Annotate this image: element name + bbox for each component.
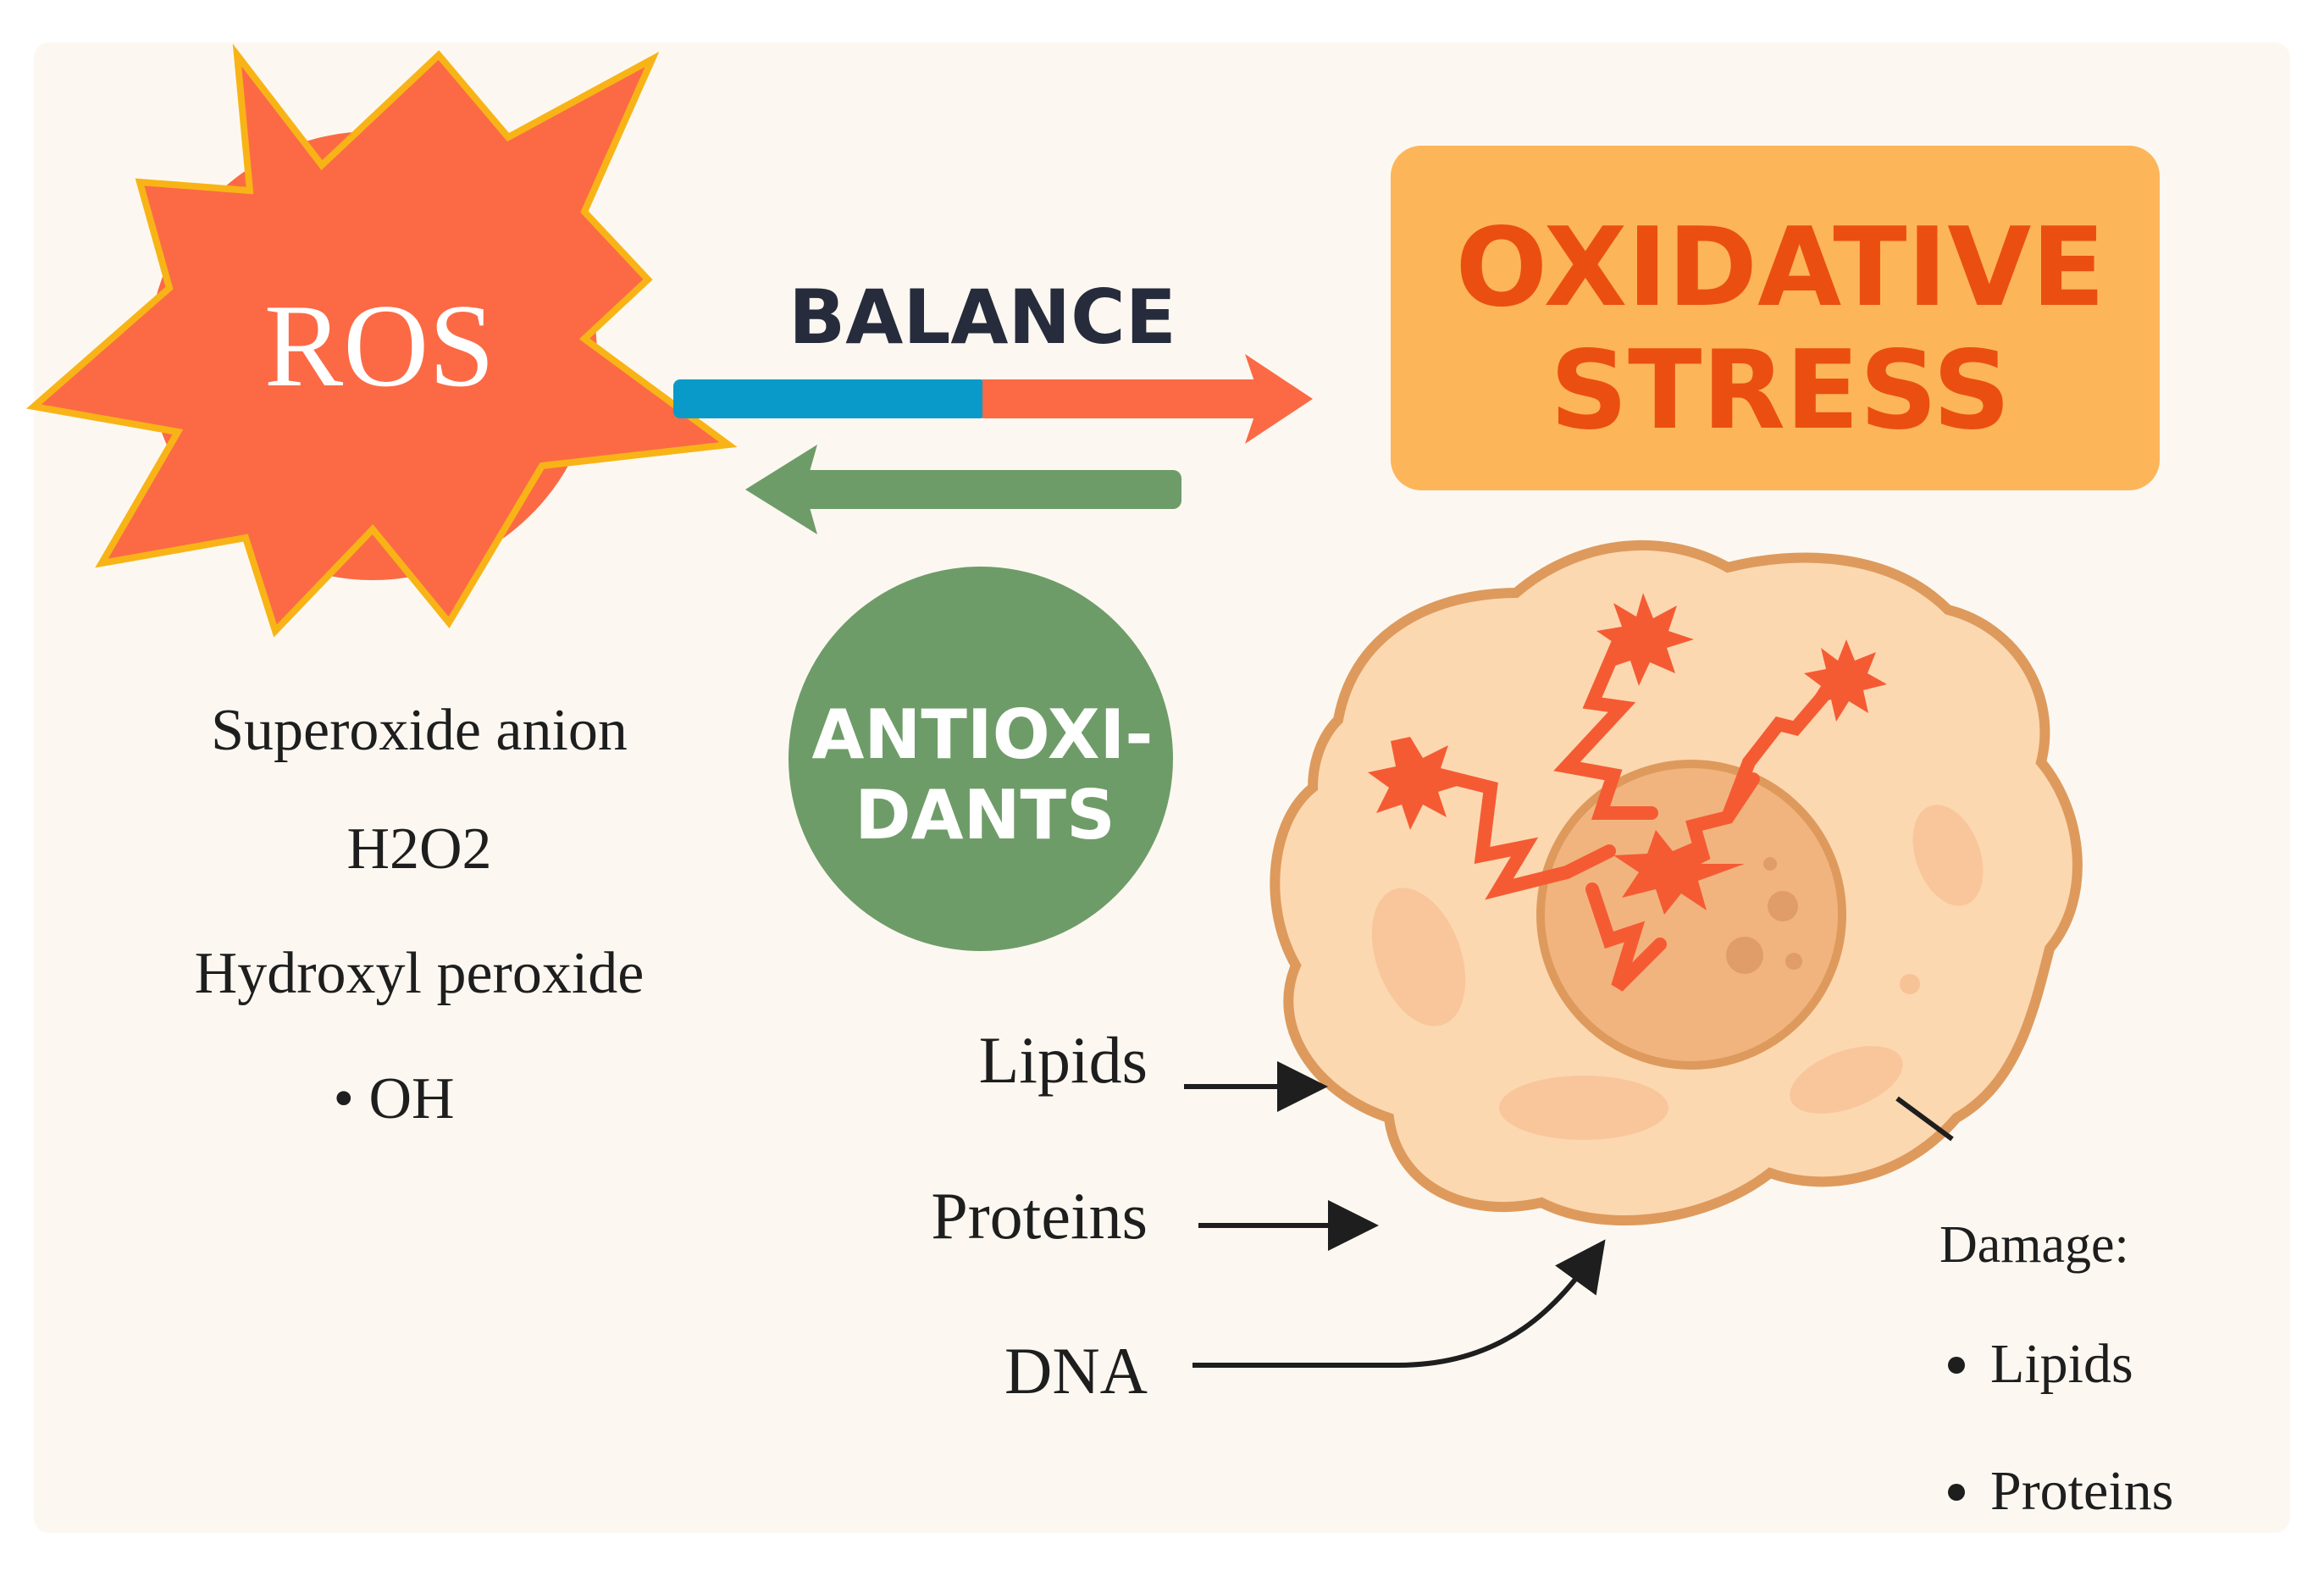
species-hydroxyl-peroxide: Hydroxyl peroxide	[195, 941, 645, 1006]
spark-nucleus-icon	[1613, 830, 1745, 915]
species-h2o2: H2O2	[346, 816, 491, 882]
antioxidants-circle: ANTIOXI- DANTS	[788, 567, 1173, 951]
crack-left	[1416, 764, 1616, 900]
damage-bullet-2	[1948, 1484, 1965, 1501]
antioxidants-line2: DANTS	[855, 776, 1115, 855]
crack-lower	[1585, 882, 1667, 992]
target-lipids-label: Lipids	[979, 1023, 1148, 1097]
organelle-1	[1371, 888, 1466, 1026]
balance-arrow-red-segment	[982, 379, 1262, 418]
organelle-4	[1912, 805, 1984, 906]
damage-item-proteins: Proteins	[1990, 1460, 2173, 1522]
green-arrow-shaft	[800, 470, 1181, 509]
spark-right-icon	[1804, 639, 1887, 722]
ros-starburst-icon	[26, 43, 738, 638]
damage-list: Damage: Lipids Proteins	[1939, 1216, 2173, 1522]
nucleolus-4	[1763, 857, 1777, 871]
organelle-2	[1499, 1076, 1668, 1140]
damage-sparks	[1368, 593, 1887, 915]
nucleolus-2	[1726, 937, 1763, 974]
species-oh-radical: • OH	[333, 1066, 454, 1131]
oxidative-stress-line1: OXIDATIVE	[1455, 205, 2105, 331]
nucleolus-1	[1768, 891, 1798, 921]
damage-title: Damage:	[1939, 1216, 2129, 1274]
dna-arrow	[1192, 1239, 1606, 1368]
balance-label: BALANCE	[788, 274, 1176, 361]
oxidative-stress-line2: STRESS	[1550, 328, 2011, 454]
damage-bullet-1	[1948, 1357, 1965, 1374]
balance-arrow-right	[673, 354, 1313, 444]
damage-item-lipids: Lipids	[1990, 1333, 2133, 1395]
species-superoxide: Superoxide anion	[211, 698, 628, 763]
cell-nucleus	[1536, 760, 1846, 1070]
ros-label: ROS	[264, 280, 495, 412]
green-arrowhead-icon	[745, 445, 817, 534]
target-proteins-label: Proteins	[931, 1179, 1148, 1253]
ros-species-list: Superoxide anion H2O2 Hydroxyl peroxide …	[195, 698, 645, 1131]
cell-illustration	[1270, 539, 2083, 1225]
damage-pointer-line	[1895, 1096, 1954, 1142]
crack-far-right	[1721, 662, 1853, 824]
target-labels: Lipids Proteins DNA	[931, 1023, 1606, 1408]
spark-top-icon	[1596, 593, 1694, 686]
spark-left-icon	[1368, 737, 1465, 830]
antioxidants-line1: ANTIOXI-	[811, 695, 1153, 774]
antioxidant-arrow-left	[745, 445, 1181, 534]
target-dna-label: DNA	[1004, 1334, 1148, 1408]
balance-arrowhead-icon	[1245, 354, 1313, 444]
antioxidants-disc	[788, 567, 1173, 951]
nucleolus-3	[1785, 953, 1802, 970]
ros-burst: ROS	[26, 43, 738, 638]
crack-upper	[1553, 637, 1658, 820]
oxidative-stress-box: OXIDATIVE STRESS	[1391, 146, 2160, 490]
organelle-3	[1790, 1046, 1903, 1114]
organelle-5	[1900, 974, 1920, 994]
oxidative-stress-panel	[1391, 146, 2160, 490]
balance-arrow-blue-segment	[673, 379, 987, 418]
